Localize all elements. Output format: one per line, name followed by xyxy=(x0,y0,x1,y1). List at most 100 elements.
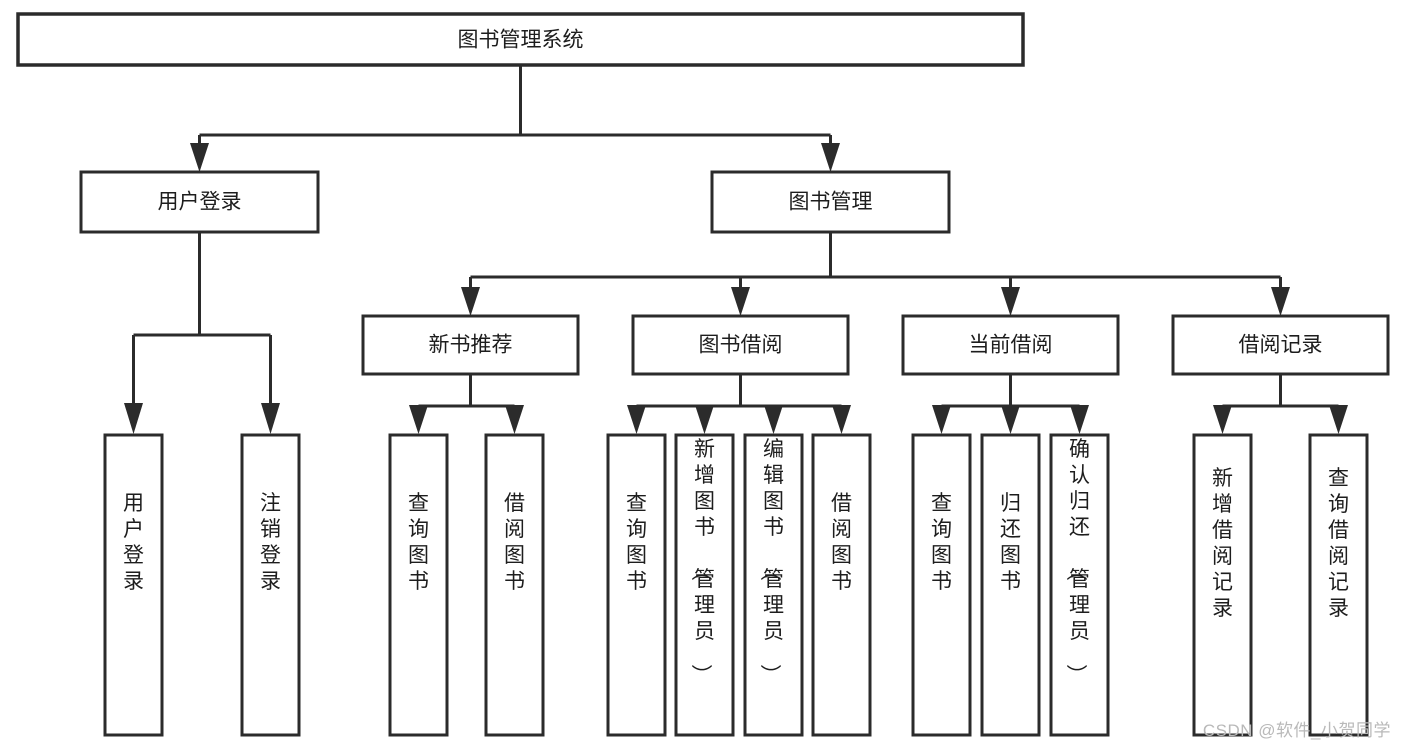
node-leaf-12-label: 新增借阅记录 xyxy=(1212,467,1233,620)
node-current-borrow[interactable]: 当前借阅 xyxy=(901,314,1120,376)
node-leaf-6-box[interactable] xyxy=(674,433,735,737)
node-book-manage-label: 图书管理 xyxy=(789,191,873,214)
arrowhead-leaf-4 xyxy=(505,405,524,434)
node-leaf-2-box[interactable] xyxy=(240,433,301,737)
connector-group-user-login xyxy=(124,232,280,434)
node-leaf-11-label: 确认归还（管理员） xyxy=(1064,438,1090,685)
node-root-label: 图书管理系统 xyxy=(458,29,584,52)
node-current-borrow-box[interactable] xyxy=(901,314,1120,376)
node-leaf-13-label: 查询借阅记录 xyxy=(1328,467,1349,620)
arrowhead-leaf-13 xyxy=(1329,405,1348,434)
arrowhead-leaf-10 xyxy=(1001,405,1020,434)
node-leaf-6-label: 新增图书（管理员） xyxy=(689,438,715,685)
connector-group-new-book-rec xyxy=(409,374,524,434)
node-user-login[interactable]: 用户登录 xyxy=(79,170,320,234)
arrowhead-borrow-record xyxy=(1271,287,1290,316)
node-root[interactable]: 图书管理系统 xyxy=(16,12,1025,67)
svg-text:编辑图书（管理员）: 编辑图书（管理员） xyxy=(758,438,784,685)
arrowhead-current-borrow xyxy=(1001,287,1020,316)
svg-text:确认归还（管理员）: 确认归还（管理员） xyxy=(1064,438,1090,685)
connector-group-borrow-record xyxy=(1213,374,1348,434)
node-book-manage[interactable]: 图书管理 xyxy=(710,170,951,234)
node-borrow-record-label: 借阅记录 xyxy=(1239,334,1323,357)
connector-group-book-manage xyxy=(461,232,1290,316)
svg-text:用户登录: 用户登录 xyxy=(123,492,144,593)
svg-text:新增图书（管理员）: 新增图书（管理员） xyxy=(689,438,715,685)
node-leaf-3[interactable]: 查询图书 xyxy=(388,433,449,737)
arrowhead-leaf-8 xyxy=(832,405,851,434)
node-book-manage-box[interactable] xyxy=(710,170,951,234)
connector-group-book-borrow xyxy=(627,374,851,434)
node-leaf-7-box[interactable] xyxy=(743,433,804,737)
arrowhead-leaf-7 xyxy=(764,405,783,434)
node-leaf-4-box[interactable] xyxy=(484,433,545,737)
csdn-watermark: CSDN @软件_小贺同学 xyxy=(1202,721,1391,740)
node-book-borrow-label: 图书借阅 xyxy=(699,334,783,357)
svg-text:新增借阅记录: 新增借阅记录 xyxy=(1212,467,1233,620)
node-leaf-8-label: 借阅图书 xyxy=(831,492,852,593)
svg-text:查询图书: 查询图书 xyxy=(626,492,647,593)
node-leaf-10[interactable]: 归还图书 xyxy=(980,433,1041,737)
node-leaf-4[interactable]: 借阅图书 xyxy=(484,433,545,737)
arrowhead-leaf-12 xyxy=(1213,405,1232,434)
svg-text:查询图书: 查询图书 xyxy=(408,492,429,593)
arrowhead-leaf-6 xyxy=(695,405,714,434)
node-leaf-8[interactable]: 借阅图书 xyxy=(811,433,872,737)
node-leaf-13[interactable]: 查询借阅记录 xyxy=(1308,433,1369,737)
node-new-book-rec[interactable]: 新书推荐 xyxy=(361,314,580,376)
connector-group-root xyxy=(190,65,840,172)
svg-text:查询借阅记录: 查询借阅记录 xyxy=(1328,467,1349,620)
arrowhead-leaf-3 xyxy=(409,405,428,434)
svg-text:借阅图书: 借阅图书 xyxy=(504,492,525,593)
node-leaf-13-box[interactable] xyxy=(1308,433,1369,737)
node-leaf-5-box[interactable] xyxy=(606,433,667,737)
node-leaf-5[interactable]: 查询图书 xyxy=(606,433,667,737)
node-new-book-rec-box[interactable] xyxy=(361,314,580,376)
node-leaf-8-box[interactable] xyxy=(811,433,872,737)
svg-text:注销登录: 注销登录 xyxy=(260,492,281,593)
node-root-box[interactable] xyxy=(16,12,1025,67)
node-user-login-box[interactable] xyxy=(79,170,320,234)
node-leaf-9-box[interactable] xyxy=(911,433,972,737)
svg-text:查询图书: 查询图书 xyxy=(931,492,952,593)
arrowhead-new-book-rec xyxy=(461,287,480,316)
node-leaf-11-box[interactable] xyxy=(1049,433,1110,737)
node-leaf-3-label: 查询图书 xyxy=(408,492,429,593)
svg-text:归还图书: 归还图书 xyxy=(1000,492,1021,593)
arrowhead-leaf-2 xyxy=(261,403,280,434)
arrowhead-leaf-5 xyxy=(627,405,646,434)
node-book-borrow-box[interactable] xyxy=(631,314,850,376)
node-new-book-rec-label: 新书推荐 xyxy=(429,334,513,357)
node-leaf-9[interactable]: 查询图书 xyxy=(911,433,972,737)
node-borrow-record-box[interactable] xyxy=(1171,314,1390,376)
node-leaf-12-box[interactable] xyxy=(1192,433,1253,737)
node-leaf-2-label: 注销登录 xyxy=(260,492,281,593)
arrowhead-book-borrow xyxy=(731,287,750,316)
node-leaf-3-box[interactable] xyxy=(388,433,449,737)
node-leaf-1-box[interactable] xyxy=(103,433,164,737)
arrowhead-leaf-11 xyxy=(1070,405,1089,434)
node-user-login-label: 用户登录 xyxy=(158,191,242,214)
arrowhead-leaf-1 xyxy=(124,403,143,434)
arrowhead-user-login xyxy=(190,143,209,172)
node-borrow-record[interactable]: 借阅记录 xyxy=(1171,314,1390,376)
svg-text:借阅图书: 借阅图书 xyxy=(831,492,852,593)
arrowhead-book-manage xyxy=(821,143,840,172)
node-leaf-2[interactable]: 注销登录 xyxy=(240,433,301,737)
node-leaf-11[interactable]: 确认归还（管理员） xyxy=(1049,433,1110,737)
node-leaf-4-label: 借阅图书 xyxy=(504,492,525,593)
node-book-borrow[interactable]: 图书借阅 xyxy=(631,314,850,376)
node-leaf-6[interactable]: 新增图书（管理员） xyxy=(674,433,735,737)
node-current-borrow-label: 当前借阅 xyxy=(969,334,1053,357)
node-leaf-1-label: 用户登录 xyxy=(123,492,144,593)
node-leaf-5-label: 查询图书 xyxy=(626,492,647,593)
arrowhead-leaf-9 xyxy=(932,405,951,434)
connector-group-current-borrow xyxy=(932,374,1089,434)
node-leaf-7-label: 编辑图书（管理员） xyxy=(758,438,784,685)
node-leaf-7[interactable]: 编辑图书（管理员） xyxy=(743,433,804,737)
node-leaf-10-box[interactable] xyxy=(980,433,1041,737)
node-leaf-12[interactable]: 新增借阅记录 xyxy=(1192,433,1253,737)
node-leaf-1[interactable]: 用户登录 xyxy=(103,433,164,737)
